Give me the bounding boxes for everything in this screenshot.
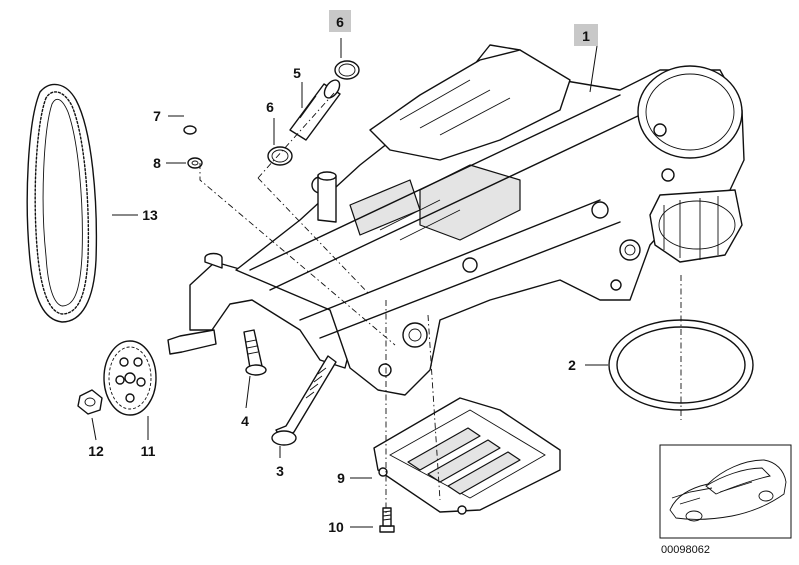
callout-9[interactable]: 9	[337, 470, 345, 486]
callout-8[interactable]: 8	[153, 155, 161, 171]
callout-1[interactable]: 1	[582, 28, 590, 44]
oil-pump-housing[interactable]	[167, 44, 745, 396]
baffle-plate[interactable]	[373, 397, 561, 515]
short-bolt[interactable]	[243, 329, 267, 376]
small-bolt[interactable]	[379, 507, 395, 533]
long-bolt[interactable]	[271, 355, 337, 446]
callout-2[interactable]: 2	[568, 357, 576, 373]
callout-3[interactable]: 3	[276, 463, 284, 479]
callout-6-upper[interactable]: 6	[336, 14, 344, 30]
diagram-reference-number: 00098062	[661, 544, 710, 556]
callout-10[interactable]: 10	[328, 519, 344, 535]
sleeve[interactable]	[289, 77, 343, 141]
callout-11[interactable]: 11	[141, 443, 156, 459]
car-silhouette-icon	[669, 459, 787, 522]
callout-7[interactable]: 7	[153, 108, 161, 124]
callout-6-lower[interactable]: 6	[266, 99, 274, 115]
sprocket-nut[interactable]	[77, 389, 103, 415]
o-ring-upper[interactable]	[334, 60, 360, 80]
callout-13[interactable]: 13	[142, 207, 158, 223]
callout-6-highlight	[329, 10, 351, 32]
sprocket[interactable]	[103, 340, 157, 416]
callout-1-highlight	[574, 24, 598, 46]
vehicle-thumbnail[interactable]	[659, 444, 792, 539]
callout-12[interactable]: 12	[88, 443, 104, 459]
sealing-washer[interactable]	[187, 157, 203, 169]
assembly-lines	[199, 91, 682, 516]
o-ring-lower[interactable]	[267, 146, 293, 166]
bent-pipe[interactable]	[183, 70, 228, 142]
callout-4[interactable]: 4	[241, 413, 249, 429]
timing-chain[interactable]	[26, 83, 98, 323]
leader-lines	[91, 38, 608, 528]
callout-5[interactable]: 5	[293, 65, 301, 81]
